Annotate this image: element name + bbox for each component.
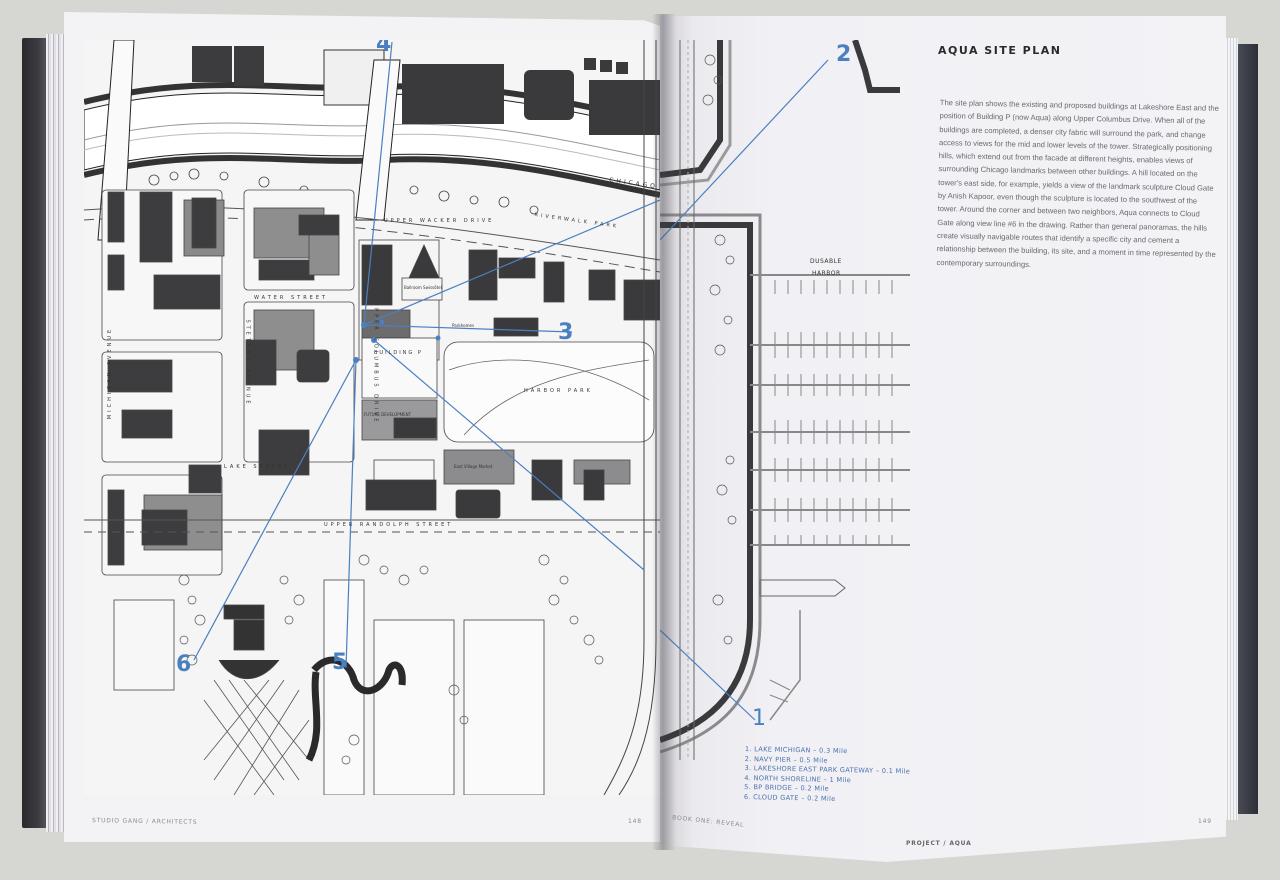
- label-future-development: FUTURE DEVELOPMENT: [364, 412, 412, 417]
- label-michigan-avenue: MICHIGAN AVENUE: [107, 326, 114, 420]
- label-east-village-market: East Village Market: [454, 464, 493, 469]
- label-upper-wacker: UPPER WACKER DRIVE: [384, 218, 495, 224]
- label-ballroom: Ballroom Swissôtel: [404, 285, 442, 290]
- page-edges-left: [46, 34, 68, 832]
- view-legend: 1. LAKE MICHIGAN – 0.3 Mile 2. NAVY PIER…: [744, 745, 911, 805]
- footer-project: PROJECT / AQUA: [906, 840, 972, 847]
- book-cover-left: [22, 38, 48, 828]
- label-lake-street: LAKE STREET: [224, 464, 291, 470]
- book-gutter-shadow: [652, 14, 676, 850]
- view-number-6: 6: [176, 652, 192, 677]
- page-number-left: 148: [628, 818, 642, 825]
- page-number-right: 149: [1198, 818, 1212, 825]
- label-parkhomes: Parkhomes: [452, 323, 475, 328]
- page-edges-right: [1222, 38, 1238, 820]
- label-upper-randolph: UPPER RANDOLPH STREET: [324, 522, 454, 528]
- harbor-drawing: [660, 40, 910, 760]
- site-plan-drawing: [84, 40, 660, 795]
- view-number-5: 5: [332, 650, 348, 675]
- label-upper-columbus: UPPER COLUMBUS DRIVE: [372, 301, 379, 425]
- label-water-street: WATER STREET: [254, 295, 329, 301]
- book-cover-right: [1236, 44, 1258, 814]
- label-stetson-avenue: STETSON AVENUE: [244, 319, 251, 407]
- site-plan-map: CHICAGO UPPER WACKER DRIVE RIVERWALK PAR…: [84, 40, 660, 795]
- view-number-3: 3: [558, 320, 574, 345]
- label-dusable: DUSABLE: [810, 258, 842, 265]
- right-page: [660, 16, 1226, 862]
- view-number-1: 1: [752, 706, 766, 731]
- label-harbor-park: HARBOR PARK: [524, 388, 593, 394]
- page-title: AQUA SITE PLAN: [938, 44, 1062, 57]
- site-plan-map-continued: DUSABLE HARBOR 2 1: [660, 40, 910, 760]
- body-paragraph: The site plan shows the existing and pro…: [936, 97, 1219, 269]
- label-building-p: BUILDING P: [374, 350, 423, 356]
- label-harbor: HARBOR: [812, 270, 841, 277]
- view-number-4: 4: [376, 40, 392, 57]
- view-number-2: 2: [836, 42, 852, 67]
